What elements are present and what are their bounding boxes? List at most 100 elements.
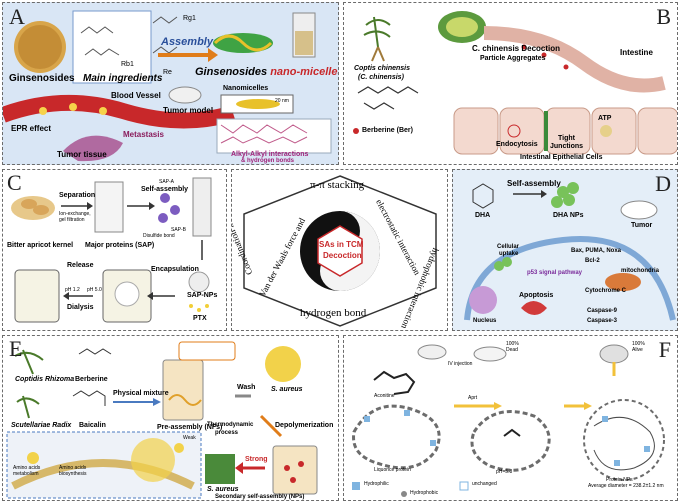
label-liquorice: Liquorice protein [374, 467, 411, 473]
ph-protein-loop [470, 410, 551, 472]
label-rb1: Rb1 [121, 61, 134, 68]
label-ph-low: pH 1.2 [65, 287, 80, 293]
center-panel: π-π stacking electrostatic interaction h… [231, 169, 448, 331]
label-epithelial: Intestinal Epithelial Cells [520, 154, 603, 161]
label-kernel: Bitter apricot kernel [7, 242, 74, 249]
label-weak: Weak [183, 435, 196, 441]
gel-image [94, 181, 124, 233]
label-diameter: Average diameter = 238.2±1.2 nm [588, 483, 664, 489]
label-apoptosis: Apoptosis [519, 292, 554, 299]
label-blood-vessel: Blood Vessel [111, 91, 161, 100]
label-dha: DHA [475, 212, 491, 219]
label-sap-b: SAP-B [171, 227, 187, 233]
label-scale: 20 nm [275, 98, 289, 104]
label-sap-nps: SAP-NPs [187, 292, 218, 299]
interactions-lattice [216, 118, 332, 154]
apoptosis-shape [521, 301, 547, 315]
label-metastasis: Metastasis [123, 130, 164, 139]
label-scutellariae: Scutellariae Radix [11, 422, 72, 429]
secondary-beaker [272, 445, 318, 495]
panel-letter-a: A [9, 4, 25, 29]
label-aconitine: Aconitine [374, 393, 395, 399]
interaction-hexagon [243, 175, 437, 327]
label-tumor-d: Tumor [631, 222, 653, 229]
label-interactions-1: Alkyl-Alkyl interactions [231, 151, 309, 158]
panel-a: A Ginsenosides Main ingredients Rg1 Re R… [2, 2, 339, 165]
label-berberine: Berberine (Ber) [362, 127, 413, 134]
mouse-icon-f1 [417, 344, 447, 360]
pre-assembly-beaker [162, 359, 204, 421]
berberine-structure [357, 86, 419, 94]
coptis-plant-icon [363, 16, 391, 48]
label-coptidis: Coptidis Rhizoma [15, 376, 75, 383]
label-cellular-2: uptake [499, 251, 519, 257]
cell-membrane [464, 236, 676, 321]
label-interactions-2: & hydrogen bonds [241, 158, 294, 164]
label-core-1: SAs in TCM [319, 240, 364, 249]
label-pct-dead: 100% [506, 341, 519, 347]
center-art [243, 175, 437, 327]
label-self-assembly-d: Self-assembly [507, 179, 561, 188]
panel-letter-b: B [656, 4, 671, 29]
label-coptis-1: Coptis chinensis [354, 65, 411, 72]
aconitine-structure [373, 370, 416, 395]
panel-f: F 100% Dead 100% Alive IV injection Acon… [343, 335, 678, 501]
panel-letter-e: E [9, 336, 23, 361]
label-decoction: C. chinensis Decoction [472, 44, 561, 53]
baicalin-structure [72, 390, 106, 406]
mitochondria-shape [605, 273, 641, 291]
label-pre-assembly: Pre-assembly (NFs) [157, 424, 223, 431]
coptidis-plant-icon [14, 349, 44, 375]
label-ph-high: pH 5.0 [87, 287, 102, 293]
label-baicalin: Baicalin [79, 422, 106, 429]
panel-e-art [6, 341, 318, 499]
panel-letter-f: F [658, 337, 671, 362]
label-nucleus: Nucleus [473, 318, 497, 324]
label-protein-nps: Protein NPs [606, 477, 633, 483]
label-ptx: PTX [193, 315, 207, 322]
label-bax: Bax, PUMA, Noxa [571, 248, 622, 254]
label-pct-alive: 100% [632, 341, 645, 347]
mouse-alive-icon [599, 344, 629, 364]
label-amino-3: Amino acids [59, 465, 87, 471]
dha-structure [472, 183, 494, 209]
panel-letter-c: C [7, 170, 22, 195]
label-micelles-title: Ginsenosides nano-micelles [195, 66, 338, 79]
label-caspase3: Caspase-3 [587, 318, 618, 324]
label-amino-1: Amino acids [13, 465, 41, 471]
label-sap-a: SAP-A [159, 179, 175, 185]
panel-b: B Coptis chinensis (C. chinensis) C. chi… [343, 2, 678, 165]
label-coptis-2: (C. chinensis) [358, 74, 404, 81]
label-self-assembly-c: Self-assembly [141, 186, 189, 193]
nucleus-shape [469, 286, 497, 314]
label-thermodynamic-1: Thermodynamic [207, 422, 254, 428]
label-disulfide: Disulfide bond [143, 233, 175, 239]
label-ion-exchange: Ion-exchange, [59, 211, 91, 217]
panel-c: C Separation Ion-exchange, gel filtratio… [2, 169, 227, 331]
label-thermodynamic-2: process [215, 430, 239, 436]
label-tumor-model: Tumor model [163, 106, 214, 115]
label-berberine-e: Berberine [75, 376, 108, 383]
label-hydrophobic-f: Hydrophobic [410, 490, 439, 496]
label-amino-4: biosynthesis [59, 471, 87, 477]
label-particle-aggregates: Particle Aggregates [480, 55, 546, 62]
label-atp: ATP [598, 115, 612, 122]
label-core-2: Decoction [323, 251, 362, 260]
label-ph: pH=5.8 [496, 469, 513, 475]
label-pi-stacking: π-π stacking [310, 179, 365, 191]
panel-b-art [353, 11, 677, 155]
panel-e: E Coptidis Rhizoma Berberine Scutellaria… [2, 335, 339, 501]
panel-f-art [352, 344, 665, 497]
label-ginsenosides: Ginsenosides [9, 73, 75, 84]
label-p53: p53 signal pathway [527, 270, 583, 276]
mouse-icon-d [620, 200, 658, 220]
ingredients-structures-box [72, 10, 152, 84]
label-alive: Alive [632, 347, 643, 353]
label-separation: Separation [59, 192, 96, 199]
protein-nps-network [583, 399, 665, 481]
label-release: Release [67, 262, 94, 269]
label-tight-2: Junctions [550, 143, 584, 150]
label-epr-effect: EPR effect [11, 124, 52, 133]
label-cellular-1: Cellular [497, 244, 520, 250]
label-hydrophilic: Hydrophilic [364, 481, 389, 487]
